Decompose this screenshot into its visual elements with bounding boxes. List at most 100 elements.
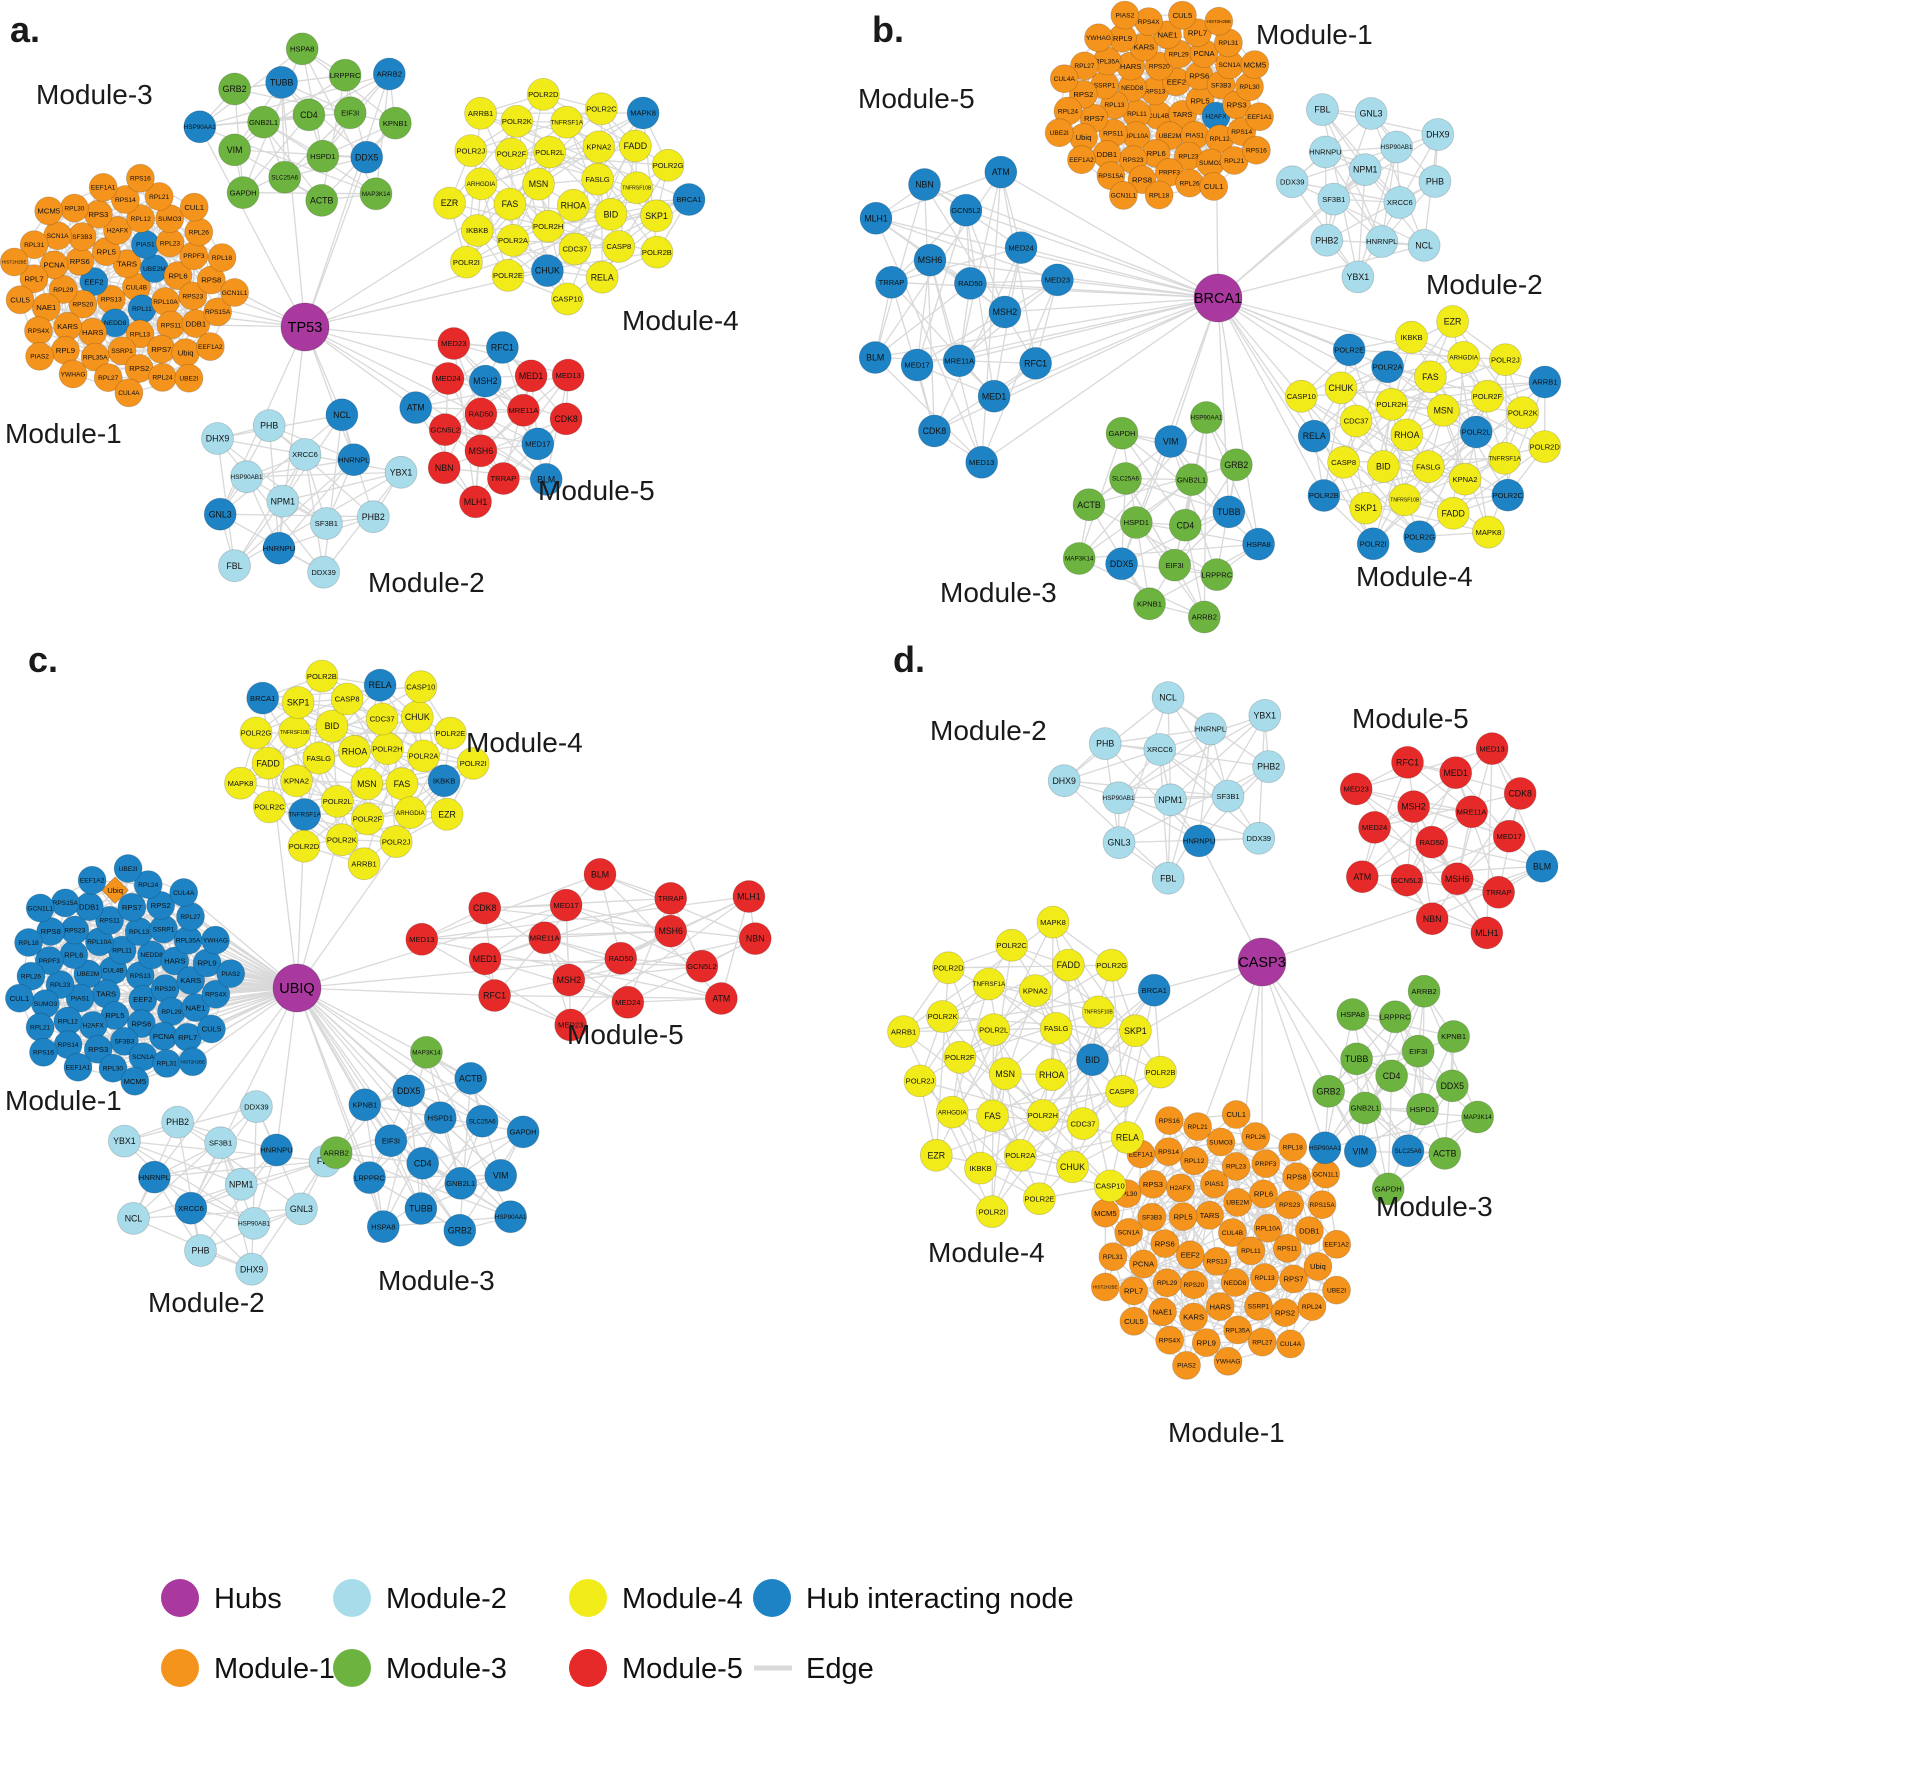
edge	[1217, 297, 1509, 496]
node-label: POLR2C	[997, 941, 1028, 950]
node-label: DDB1	[1097, 150, 1118, 159]
node-faslg: FASLG	[1039, 1012, 1073, 1045]
node-label: PCNA	[153, 1032, 175, 1041]
node-circle	[1356, 527, 1390, 561]
node-cd4: CD4	[406, 1146, 440, 1180]
node-xrcc6: XRCC6	[1383, 186, 1417, 219]
node-casp10: CASP10	[551, 282, 584, 316]
legend-label: Hub interacting node	[806, 1583, 1074, 1615]
node-rela: RELA	[363, 668, 397, 702]
node-circle	[103, 215, 132, 245]
node-label: ARHGDIA	[938, 1109, 967, 1116]
node-label: POLR2C	[1493, 491, 1524, 500]
node-label: UBE2M	[1226, 1200, 1249, 1207]
node-circle	[1282, 1162, 1311, 1192]
node-label: EZR	[441, 198, 459, 208]
node-label: GNB2L1	[1351, 1104, 1380, 1113]
node-nae1: NAE1	[181, 993, 211, 1022]
node-label: RPL5	[97, 247, 116, 256]
node-label: ATM	[1353, 872, 1371, 882]
node-mlh1: MLH1	[459, 485, 492, 519]
node-label: GAPDH	[510, 1128, 537, 1137]
edge	[1231, 961, 1263, 1233]
node-label: RPL11	[112, 947, 132, 954]
node-rpl5: RPL5	[1168, 1202, 1198, 1231]
node-label: SLC25A6	[469, 1118, 496, 1125]
node-circle	[1397, 790, 1430, 823]
node-circle	[113, 854, 143, 883]
node-label: HNRNPL	[139, 1173, 170, 1182]
edge	[875, 171, 1002, 219]
node-label: RPL5	[1190, 96, 1209, 105]
node-circle	[1062, 542, 1096, 575]
node-circle	[1348, 153, 1382, 187]
node-label: Ubiq	[107, 886, 123, 895]
node-circle	[1158, 548, 1192, 582]
node-circle	[468, 364, 502, 398]
node-sumo3: SUMO3	[31, 989, 60, 1019]
node-rpl12: RPL12	[53, 1006, 83, 1036]
module-label: Module-4	[1356, 561, 1473, 592]
node-label: BLM	[1533, 861, 1551, 871]
panel-letter: d.	[893, 639, 925, 680]
node-label: H2AFX	[1170, 1185, 1192, 1192]
node-cul5: CUL5	[196, 1014, 226, 1044]
node-label: RPS2	[129, 364, 149, 373]
node-label: RPL18	[1283, 1145, 1303, 1152]
node-grb2: GRB2	[1312, 1074, 1345, 1108]
node-circle	[1251, 1149, 1281, 1178]
edge	[565, 904, 671, 932]
edge	[934, 297, 1219, 432]
node-label: MSH6	[918, 255, 943, 265]
node-circle	[984, 155, 1018, 189]
node-rela: RELA	[585, 260, 619, 294]
node-label: YWHAG	[1216, 1359, 1241, 1366]
node-circle	[465, 1104, 499, 1138]
hub-circle	[272, 963, 322, 1013]
node-circle	[1339, 772, 1373, 806]
node-label: RFC1	[1024, 358, 1047, 368]
hub-label: CASP3	[1238, 955, 1286, 971]
node-rps20: RPS20	[1179, 1270, 1209, 1300]
node-mre11a: MRE11A	[507, 393, 540, 427]
node-label: HSPD1	[1410, 1105, 1435, 1114]
edge	[246, 471, 402, 478]
node-circle	[1026, 1099, 1060, 1132]
node-circle	[350, 767, 384, 801]
node-med1: MED1	[977, 379, 1011, 413]
node-mre11a: MRE11A	[528, 921, 562, 955]
node-ddb1: DDB1	[74, 892, 104, 922]
node-label: CASP8	[1331, 458, 1356, 467]
node-circle	[1150, 1229, 1180, 1258]
node-circle	[384, 455, 418, 489]
node-label: ATM	[407, 403, 425, 413]
node-label: GCN1L1	[1313, 1171, 1339, 1178]
node-label: RPS15A	[1098, 173, 1124, 180]
node-label: SSRP1	[111, 348, 133, 355]
node-rhoa: RHOA	[1390, 418, 1424, 452]
node-ywhag: YWHAG	[201, 925, 230, 955]
node-circle	[1119, 506, 1153, 539]
node-label: POLR2F	[1473, 392, 1503, 401]
node-label: MRE11A	[944, 356, 975, 365]
node-slc25a6: SLC25A6	[1391, 1134, 1425, 1168]
node-label: ARHGDIA	[396, 810, 425, 817]
node-circle	[5, 285, 35, 315]
node-label: PCNA	[43, 260, 65, 269]
node-circle	[531, 209, 565, 243]
node-ubiq: Ubiq	[1303, 1252, 1333, 1281]
edge	[153, 987, 298, 1178]
node-label: TNFRSF1A	[1488, 456, 1521, 463]
node-label: RPL24	[1302, 1304, 1322, 1311]
panel-letter: a.	[10, 9, 40, 50]
node-circle	[347, 847, 381, 881]
node-label: DDX39	[1280, 177, 1304, 186]
node-circle	[181, 309, 211, 339]
node-cd4: CD4	[292, 98, 326, 132]
node-circle	[179, 192, 209, 222]
node-label: POLR2H	[1028, 1111, 1058, 1120]
edge	[304, 156, 368, 328]
node-label: POLR2H	[372, 744, 402, 753]
node-circle	[1375, 387, 1408, 421]
node-label: PCNA	[1193, 49, 1215, 58]
